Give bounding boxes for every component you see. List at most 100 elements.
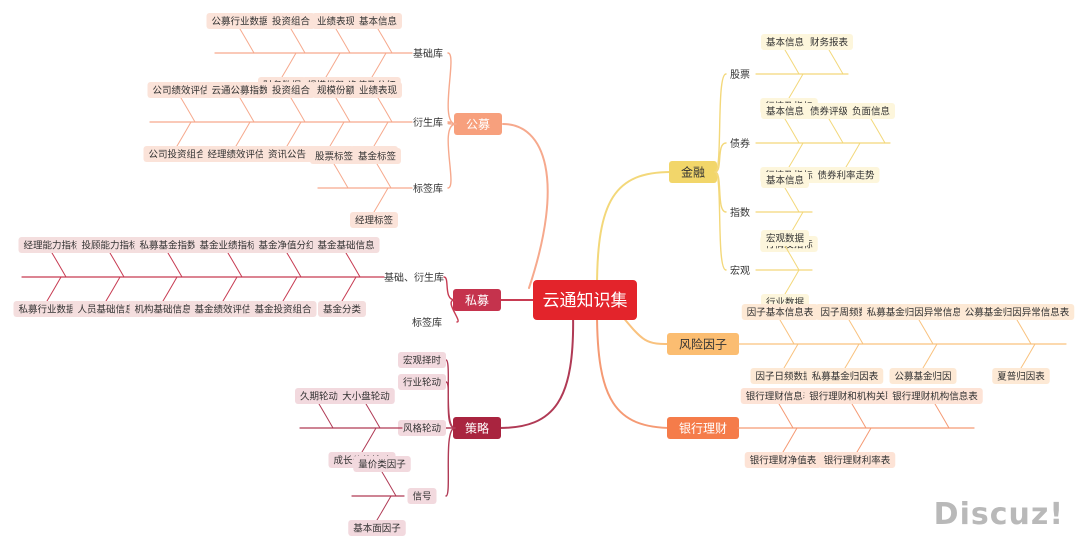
- branch-line: [239, 97, 255, 123]
- subtopic-jinrong[interactable]: 指数: [730, 206, 750, 219]
- leaf-node[interactable]: [143, 146, 211, 162]
- leaf-node[interactable]: [253, 237, 321, 253]
- leaf-node[interactable]: [887, 388, 983, 404]
- leaf-node[interactable]: [354, 82, 402, 98]
- branch-line: [341, 276, 357, 302]
- leaf-node[interactable]: [263, 146, 311, 162]
- branch-line: [376, 495, 392, 521]
- leaf-node[interactable]: [337, 388, 395, 404]
- topic-fengxian[interactable]: [667, 333, 739, 355]
- subtopic-jinrong[interactable]: 股票: [730, 69, 750, 81]
- branch-line: [778, 403, 794, 429]
- branch-line: [784, 245, 800, 271]
- branch-line: [109, 252, 125, 278]
- subtopic-jinrong[interactable]: 债券: [730, 137, 750, 150]
- leaf-node[interactable]: [295, 388, 343, 404]
- leaf-node[interactable]: [134, 237, 202, 253]
- leaf-node[interactable]: [744, 452, 822, 468]
- leaf-node[interactable]: [312, 82, 360, 98]
- leaf-label: 规模份额: [317, 84, 356, 96]
- subtopic-gongmu[interactable]: 衍生库: [413, 116, 443, 129]
- leaf-node[interactable]: [761, 230, 809, 246]
- leaf-node[interactable]: [194, 237, 262, 253]
- leaf-node[interactable]: [348, 520, 406, 536]
- branch-line: [335, 28, 351, 54]
- leaf-node[interactable]: [13, 301, 81, 317]
- leaf-node[interactable]: [267, 13, 315, 29]
- leaf-node[interactable]: [861, 304, 977, 320]
- leaf-node[interactable]: [206, 13, 274, 29]
- leaf-node[interactable]: [806, 368, 884, 384]
- leaf-node[interactable]: [398, 420, 446, 436]
- subtopic-gongmu[interactable]: 标签库: [413, 182, 443, 195]
- leaf-node[interactable]: [761, 103, 809, 119]
- leaf-node[interactable]: [353, 456, 411, 472]
- leaf-node[interactable]: [740, 388, 818, 404]
- branch-line: [282, 276, 298, 302]
- leaf-node[interactable]: [959, 304, 1075, 320]
- leaf-node[interactable]: [812, 167, 880, 183]
- leaf-node[interactable]: [818, 452, 896, 468]
- leaf-node[interactable]: [805, 34, 853, 50]
- subtopic-gongmu[interactable]: 基础库: [413, 47, 443, 60]
- leaf-node[interactable]: [741, 304, 819, 320]
- leaf-node[interactable]: [804, 388, 900, 404]
- leaf-node[interactable]: [805, 103, 853, 119]
- subtopic-jinrong[interactable]: 宏观: [730, 264, 750, 277]
- leaf-node[interactable]: [761, 172, 809, 188]
- branch-line: [376, 163, 392, 189]
- branch-line: [502, 123, 549, 289]
- leaf-node[interactable]: [18, 237, 86, 253]
- branch-line: [784, 118, 800, 144]
- leaf-node[interactable]: [398, 374, 446, 390]
- leaf-node[interactable]: [398, 352, 446, 368]
- branch-line: [447, 52, 457, 125]
- central-topic-box[interactable]: [533, 280, 637, 320]
- topic-fengxian-label: 风险因子: [679, 337, 727, 352]
- leaf-node[interactable]: [992, 368, 1050, 384]
- subtopic-simu[interactable]: 基础、衍生库: [384, 271, 444, 284]
- leaf-node[interactable]: [189, 301, 257, 317]
- leaf-node[interactable]: [761, 34, 809, 50]
- branch-line: [377, 28, 393, 54]
- leaf-node[interactable]: [147, 82, 215, 98]
- branch-line: [714, 142, 727, 173]
- branch-line: [373, 187, 389, 213]
- leaf-label: 因子基本信息表: [747, 306, 814, 318]
- leaf-node[interactable]: [847, 103, 895, 119]
- branch-line: [870, 118, 886, 144]
- leaf-node[interactable]: [312, 13, 360, 29]
- leaf-label: 公司投资组合: [148, 148, 206, 160]
- topic-gongmu[interactable]: [454, 113, 502, 135]
- leaf-node[interactable]: [889, 368, 957, 384]
- discuz-watermark: Discuz!: [933, 497, 1064, 532]
- leaf-node[interactable]: [750, 368, 818, 384]
- leaf-node[interactable]: [76, 237, 144, 253]
- subtopic-simu[interactable]: 标签库: [412, 316, 442, 329]
- leaf-node[interactable]: [202, 146, 270, 162]
- leaf-node[interactable]: [407, 488, 437, 504]
- leaf-node[interactable]: [310, 148, 358, 164]
- branch-line: [373, 121, 389, 147]
- branch-line: [281, 52, 297, 78]
- branch-line: [828, 118, 844, 144]
- leaf-node[interactable]: [72, 301, 140, 317]
- leaf-node[interactable]: [249, 301, 317, 317]
- leaf-node[interactable]: [312, 237, 380, 253]
- branch-line: [239, 28, 255, 54]
- leaf-node[interactable]: [318, 301, 366, 317]
- leaf-label: 经理标签: [355, 214, 394, 226]
- leaf-node[interactable]: [267, 82, 315, 98]
- leaf-node[interactable]: [350, 212, 398, 228]
- topic-celue[interactable]: [453, 417, 501, 439]
- topic-simu[interactable]: [453, 289, 501, 311]
- branch-line: [845, 142, 861, 168]
- leaf-node[interactable]: [353, 148, 401, 164]
- leaf-node[interactable]: [129, 301, 197, 317]
- leaf-node[interactable]: [354, 13, 402, 29]
- topic-jinrong[interactable]: [669, 161, 717, 183]
- leaf-node[interactable]: [206, 82, 274, 98]
- topic-yinhang[interactable]: [667, 417, 739, 439]
- leaf-label: 风格轮动: [403, 422, 441, 434]
